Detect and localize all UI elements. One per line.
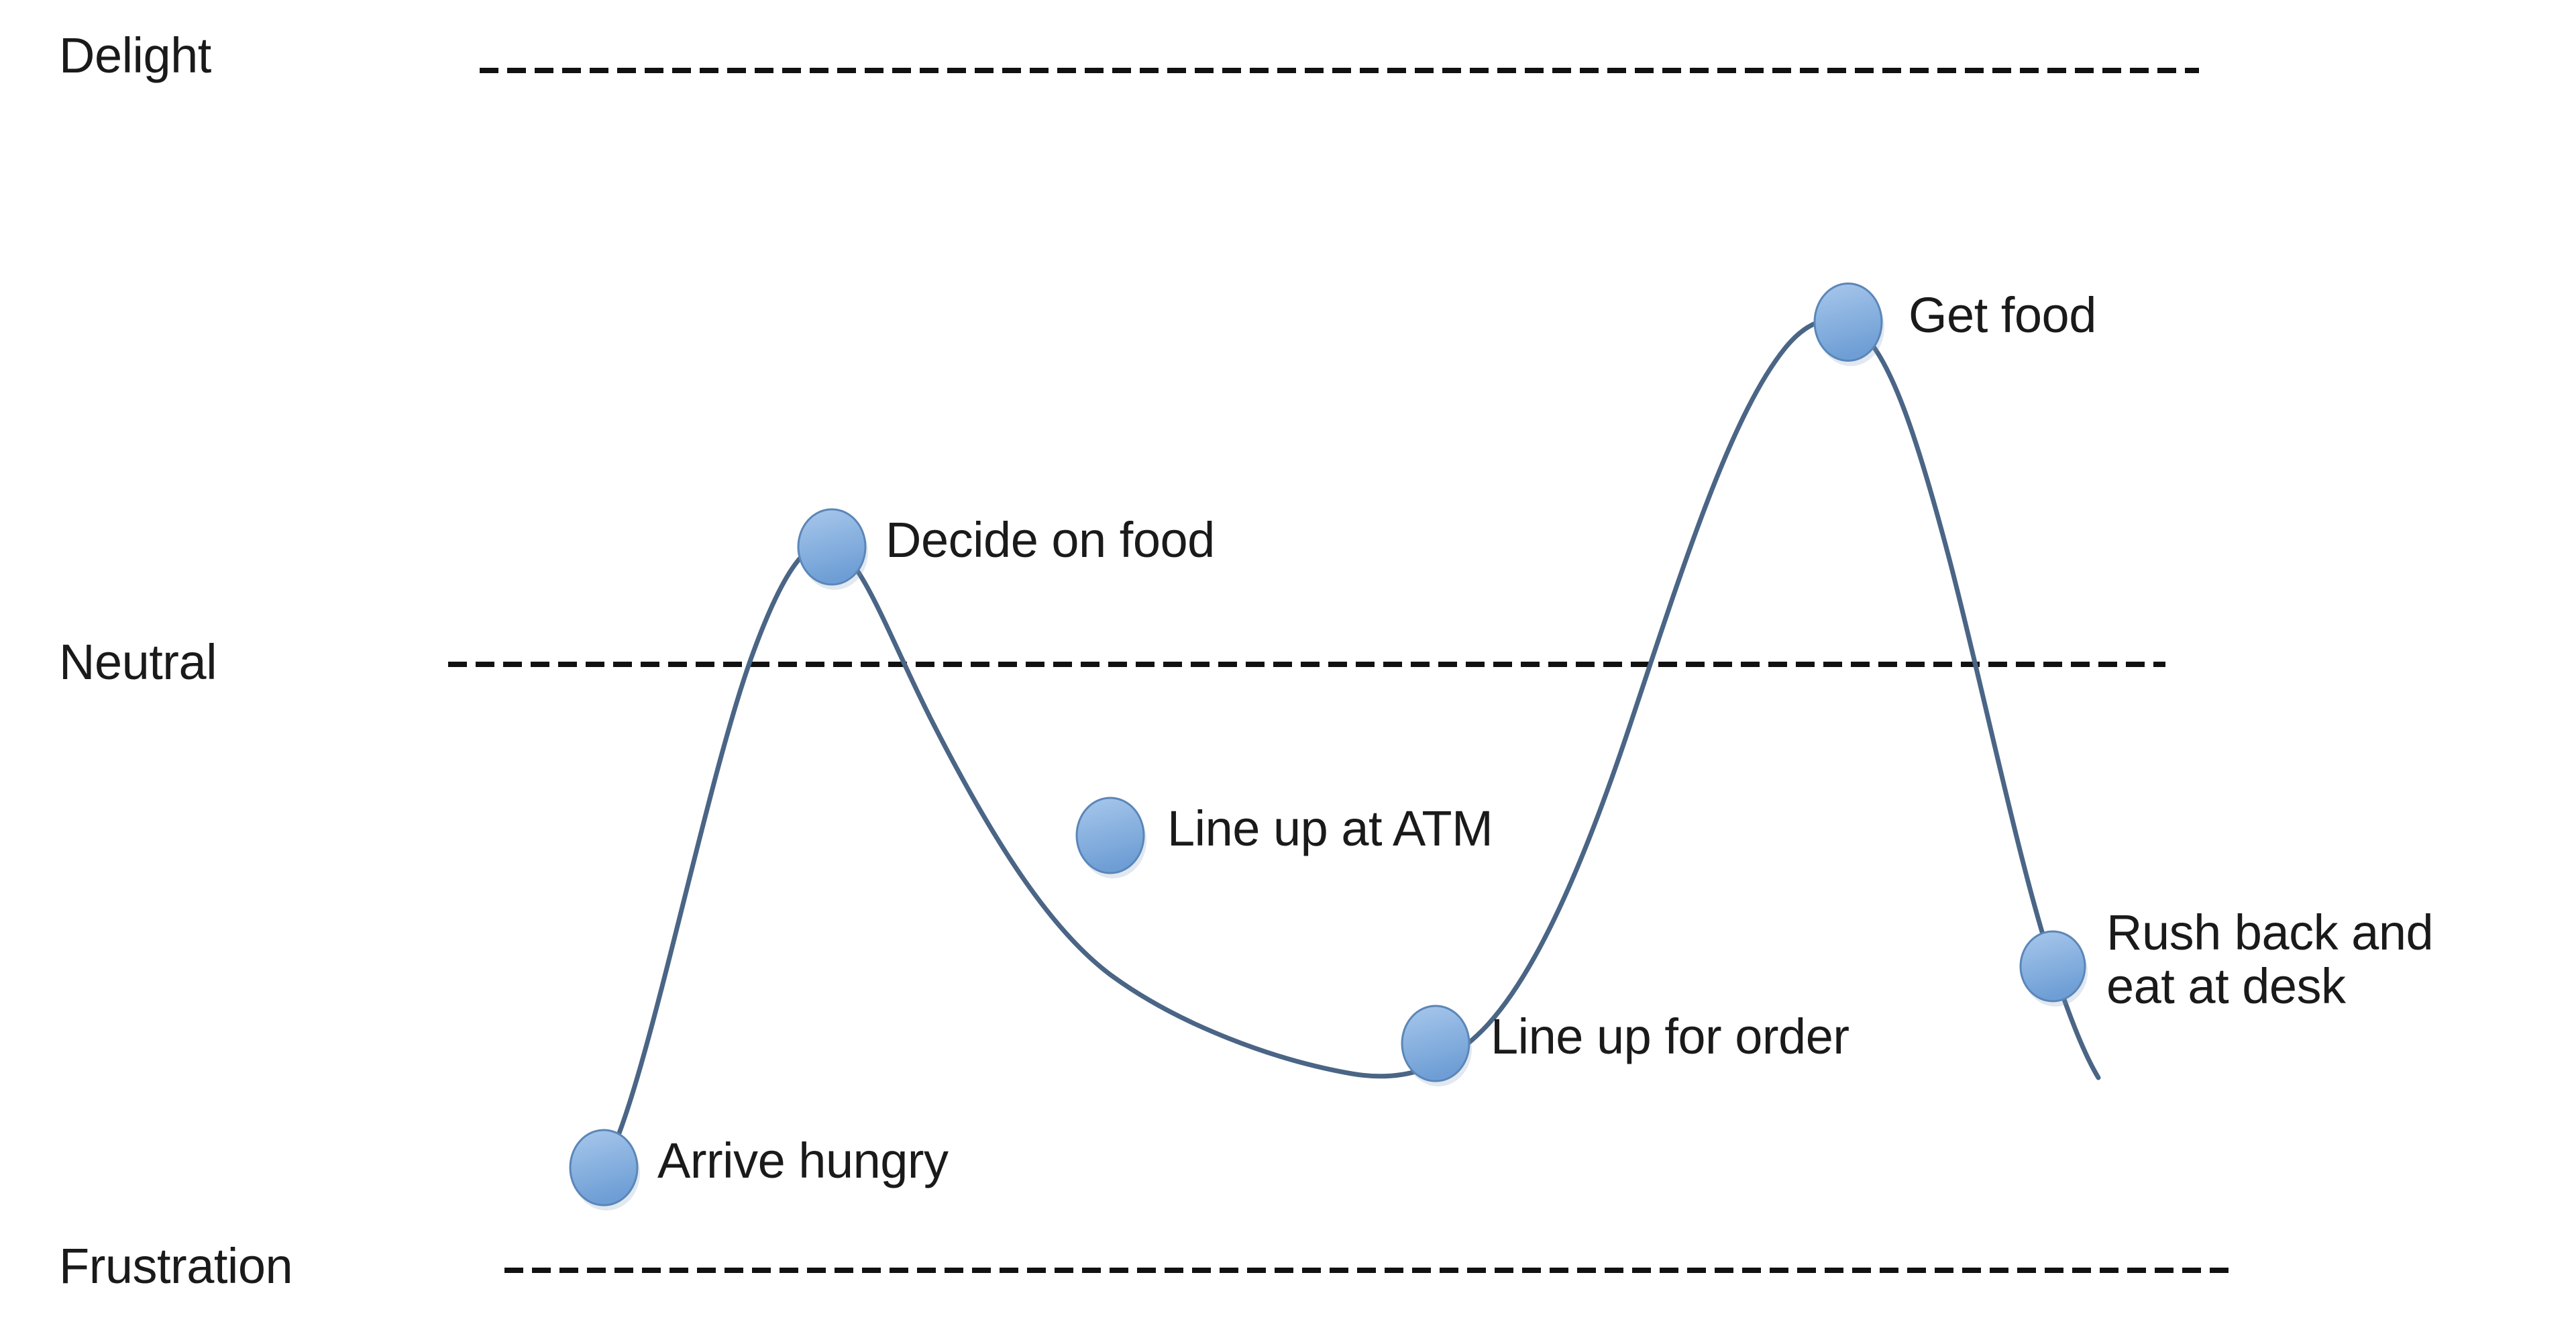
axis-label-delight: Delight [59,28,211,83]
journey-point-label-line: Decide on food [885,512,1215,568]
journey-point-label: Get food [1909,289,2096,342]
marker-ellipse[interactable] [1401,1005,1470,1082]
marker-ellipse[interactable] [569,1129,639,1207]
axis-label-neutral: Neutral [59,634,217,690]
journey-point-marker[interactable] [1813,283,1884,366]
journey-point-marker[interactable] [797,508,868,590]
journey-point-markers-group [569,283,2088,1211]
reference-lines-group [448,68,2234,1273]
emotion-curve-group [601,317,2101,1170]
marker-ellipse[interactable] [1075,797,1145,874]
journey-point-label-line: Arrive hungry [657,1133,949,1188]
journey-point-label: Line up at ATM [1167,802,1493,856]
journey-point-label-line: Line up for order [1491,1009,1849,1064]
journey-point-marker[interactable] [1075,797,1146,878]
journey-point-marker[interactable] [569,1129,640,1211]
journey-point-marker[interactable] [1401,1005,1472,1086]
journey-point-label: Line up for order [1491,1010,1849,1064]
journey-point-label-line: Rush back and [2106,905,2434,960]
journey-point-label: Decide on food [885,513,1215,567]
marker-ellipse[interactable] [2019,930,2086,1003]
marker-ellipse[interactable] [1813,283,1883,362]
emotion-curve-line [601,317,2101,1170]
marker-ellipse[interactable] [797,508,867,586]
journey-point-label-line: Get food [1909,287,2096,343]
journey-point-label-line: eat at desk [2106,958,2346,1014]
journey-point-label-line: Line up at ATM [1167,801,1493,856]
journey-point-marker[interactable] [2019,930,2088,1007]
journey-point-label: Arrive hungry [657,1134,949,1188]
axis-label-frustration: Frustration [59,1238,293,1294]
